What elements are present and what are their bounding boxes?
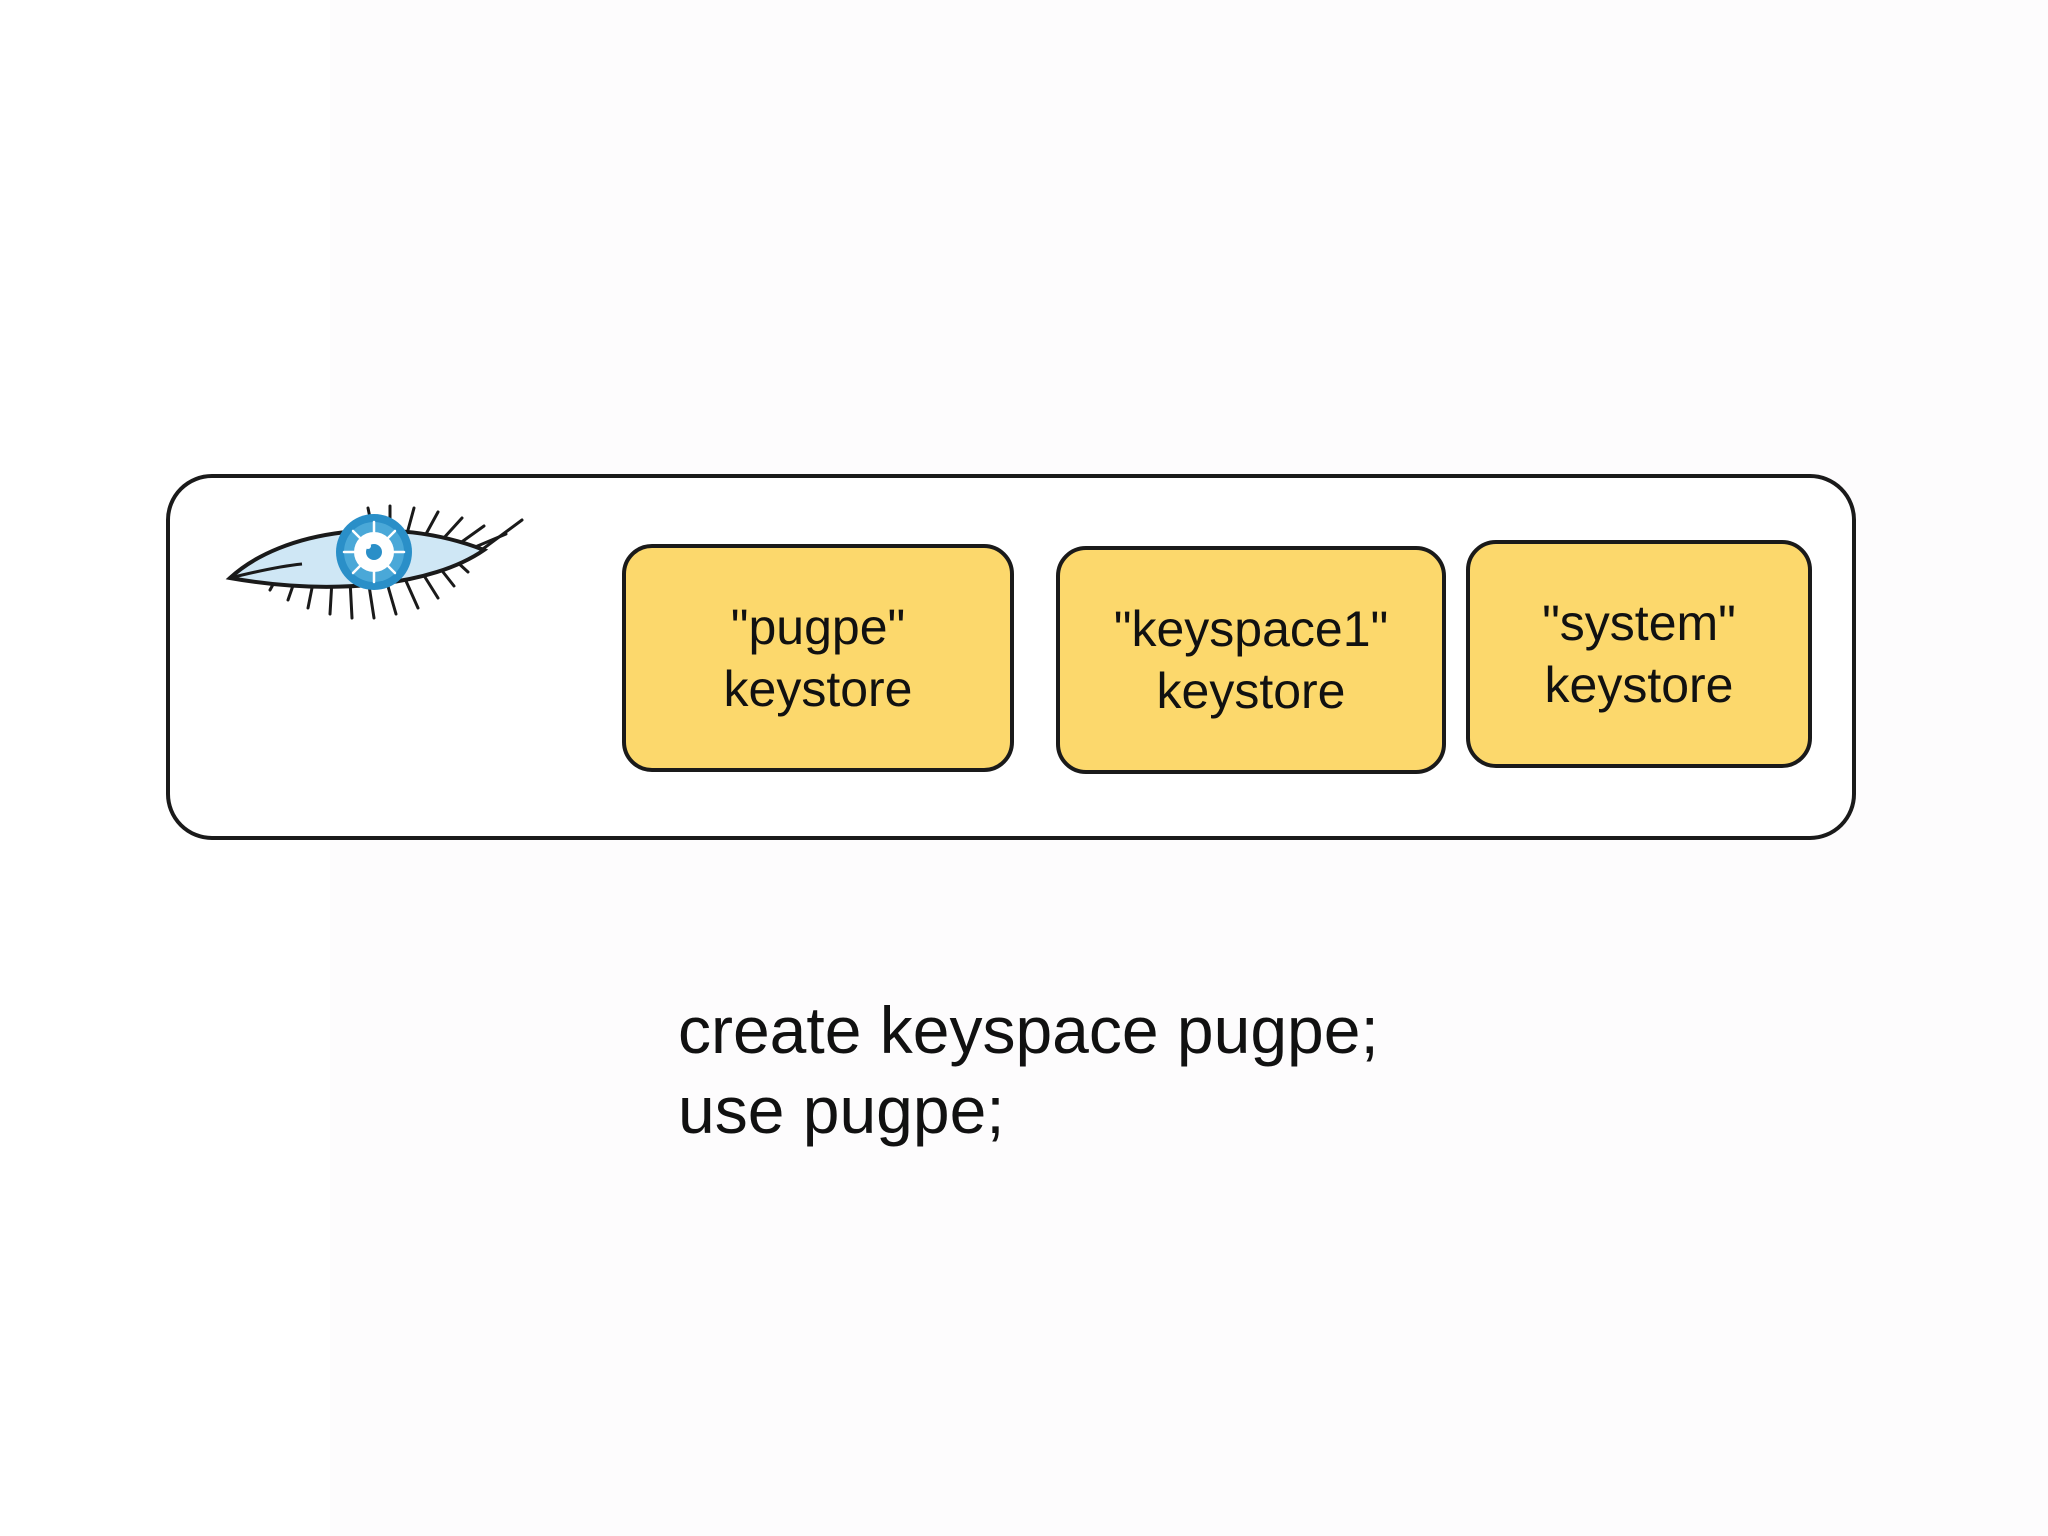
cassandra-eye-icon bbox=[225, 504, 524, 620]
keystore-label: keystore bbox=[1544, 657, 1734, 713]
keystore-label: keystore bbox=[1156, 663, 1346, 719]
keystore-name: "system" bbox=[1542, 595, 1736, 651]
keystore-name: "keyspace1" bbox=[1113, 601, 1389, 657]
command-line-create: create keyspace pugpe; bbox=[678, 993, 1379, 1067]
keystore-box-pugpe: "pugpe" keystore bbox=[622, 544, 1014, 772]
keystore-label: keystore bbox=[723, 661, 913, 717]
keystore-box-system: "system" keystore bbox=[1466, 540, 1812, 768]
keystore-name: "pugpe" bbox=[730, 599, 906, 655]
keystore-box-keyspace1: "keyspace1" keystore bbox=[1056, 546, 1446, 774]
command-line-use: use pugpe; bbox=[678, 1073, 1005, 1147]
cql-command-text: create keyspace pugpe; use pugpe; bbox=[678, 990, 1379, 1150]
